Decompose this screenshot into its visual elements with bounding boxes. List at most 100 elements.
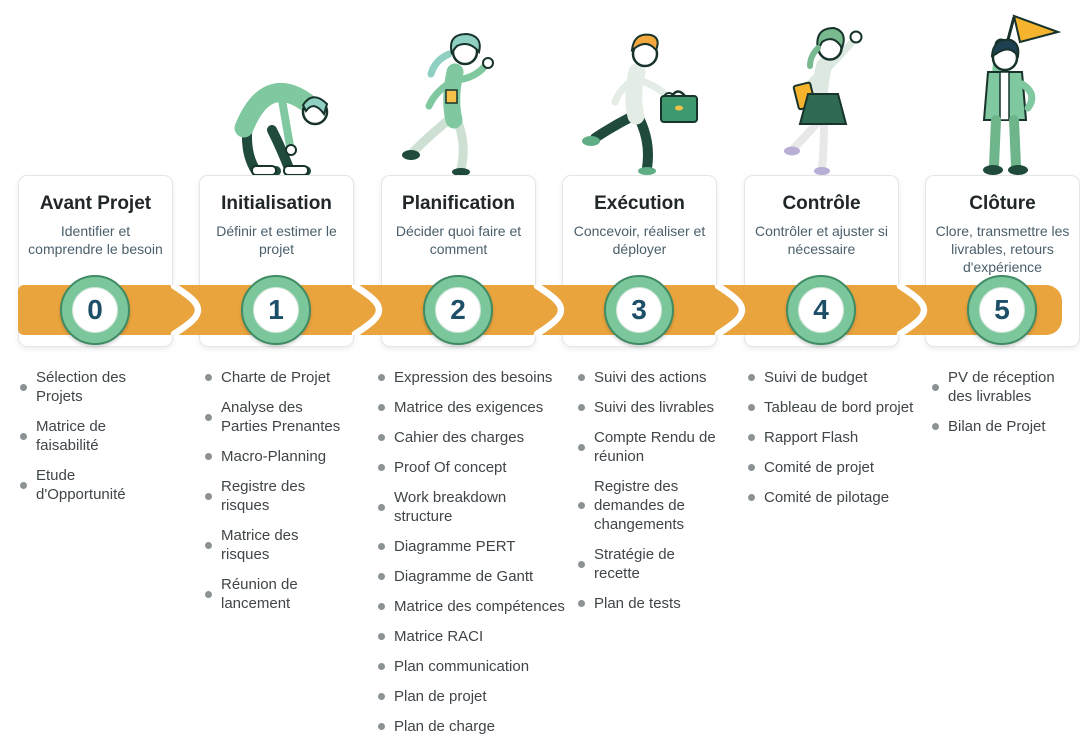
deliverable-label: Diagramme PERT [394, 538, 516, 555]
bullet-dot-icon [578, 600, 585, 607]
bullet-dot-icon [378, 603, 385, 610]
deliverable-item: Plan communication [378, 657, 566, 676]
bullet-dot-icon [205, 453, 212, 460]
deliverable-label: Registre des demandes de changements [594, 478, 685, 533]
deliverable-label: Matrice RACI [394, 628, 484, 645]
deliverable-item: Registre des demandes de changements [578, 477, 724, 534]
bullet-dot-icon [378, 693, 385, 700]
running-man-briefcase-icon [581, 33, 698, 175]
phase-column: Planification Décider quoi faire et comm… [378, 0, 565, 742]
bullet-dot-icon [205, 590, 212, 598]
deliverable-label: Proof Of concept [394, 459, 507, 476]
deliverable-item: Comité de pilotage [748, 488, 928, 507]
phase-title: Avant Projet [39, 193, 152, 214]
deliverable-label: Matrice de faisabilité [36, 418, 107, 454]
bullet-dot-icon [205, 492, 212, 500]
phase-title: Planification [402, 193, 515, 214]
deliverable-item: Matrice des compétences [378, 597, 566, 616]
deliverable-item: Suivi de budget [748, 368, 928, 387]
phase-subtitle: Contrôler et ajuster si nécessaire [754, 223, 889, 257]
phase-title: Contrôle [782, 193, 861, 214]
bullet-dot-icon [578, 443, 585, 451]
chevron-separator-icon [170, 285, 202, 335]
deliverable-label: Etude d'Opportunité [36, 467, 126, 503]
deliverable-item: Matrice des risques [205, 526, 343, 564]
bullet-dot-icon [20, 383, 27, 391]
deliverable-item: Comité de projet [748, 458, 928, 477]
deliverable-label: Plan de projet [394, 688, 487, 705]
deliverable-label: Matrice des exigences [394, 399, 544, 416]
bullet-dot-icon [748, 404, 755, 411]
phase-title: Initialisation [221, 193, 332, 214]
character-slot [732, 0, 911, 176]
deliverable-item: Diagramme PERT [378, 537, 566, 556]
deliverable-item: Stratégie de recette [578, 545, 724, 583]
phase-number: 1 [253, 287, 299, 333]
deliverable-item: Plan de tests [578, 594, 724, 613]
deliverable-label: Work breakdown structure [394, 489, 507, 525]
character-slot [6, 0, 185, 176]
phase-number-badge: 1 [241, 275, 311, 345]
deliverable-item: Matrice de faisabilité [20, 417, 132, 455]
deliverable-item: Plan de charge [378, 717, 566, 736]
deliverable-label: Sélection des Projets [36, 369, 127, 405]
deliverable-item: Plan de projet [378, 687, 566, 706]
deliverable-item: Cahier des charges [378, 428, 566, 447]
deliverable-label: Réunion de lancement [221, 576, 298, 612]
deliverable-label: Rapport Flash [764, 429, 859, 446]
bullet-dot-icon [205, 374, 212, 381]
bullet-dot-icon [205, 541, 212, 549]
bullet-dot-icon [378, 464, 385, 471]
character-slot [187, 0, 366, 176]
chevron-separator-icon [533, 285, 565, 335]
deliverable-label: Comité de pilotage [764, 489, 890, 506]
bullet-dot-icon [378, 374, 385, 381]
bullet-dot-icon [20, 481, 27, 489]
deliverable-item: Diagramme de Gantt [378, 567, 566, 586]
phase-number: 2 [435, 287, 481, 333]
bullet-dot-icon [378, 434, 385, 441]
deliverable-label: Diagramme de Gantt [394, 568, 534, 585]
character-slot [369, 0, 548, 176]
bullet-dot-icon [748, 494, 755, 501]
deliverable-item: Tableau de bord projet [748, 398, 928, 417]
bullet-dot-icon [578, 404, 585, 411]
phase-number-badge: 3 [604, 275, 674, 345]
deliverable-label: Suivi de budget [764, 369, 868, 386]
deliverable-item: Macro-Planning [205, 447, 343, 466]
phase-subtitle: Clore, transmettre les livrables, retour… [935, 223, 1070, 275]
bullet-dot-icon [378, 503, 385, 511]
chevron-separator-icon [896, 285, 928, 335]
phase-number: 3 [616, 287, 662, 333]
phase-title: Exécution [594, 193, 685, 214]
deliverable-item: Matrice RACI [378, 627, 566, 646]
deliverable-label: Plan communication [394, 658, 530, 675]
bullet-dot-icon [378, 573, 385, 580]
deliverable-label: Compte Rendu de réunion [594, 429, 716, 465]
deliverable-label: Matrice des risques [221, 527, 299, 563]
phase-subtitle: Définir et estimer le projet [216, 223, 337, 257]
phase-title: Clôture [969, 193, 1036, 214]
deliverable-label: Stratégie de recette [594, 546, 675, 582]
deliverable-item: Compte Rendu de réunion [578, 428, 724, 466]
phase-column: Initialisation Définir et estimer le pro… [199, 0, 354, 742]
deliverable-label: Macro-Planning [221, 448, 327, 465]
phase-number: 5 [979, 287, 1025, 333]
running-woman-icon [401, 32, 494, 176]
deliverable-label: Plan de charge [394, 718, 495, 735]
phase-column: Clôture Clore, transmettre les livrables… [925, 0, 1080, 742]
deliverable-label: Analyse des Parties Prenantes [221, 399, 341, 435]
phase-subtitle: Décider quoi faire et comment [395, 223, 522, 257]
bullet-dot-icon [932, 423, 939, 430]
bullet-dot-icon [932, 383, 939, 391]
bullet-dot-icon [748, 434, 755, 441]
timeline-band [18, 285, 1062, 335]
deliverable-label: Plan de tests [594, 595, 681, 612]
bullet-dot-icon [378, 723, 385, 730]
deliverable-item: PV de réception des livrables [932, 368, 1062, 406]
deliverable-label: Charte de Projet [221, 369, 331, 386]
bullet-dot-icon [205, 413, 212, 421]
